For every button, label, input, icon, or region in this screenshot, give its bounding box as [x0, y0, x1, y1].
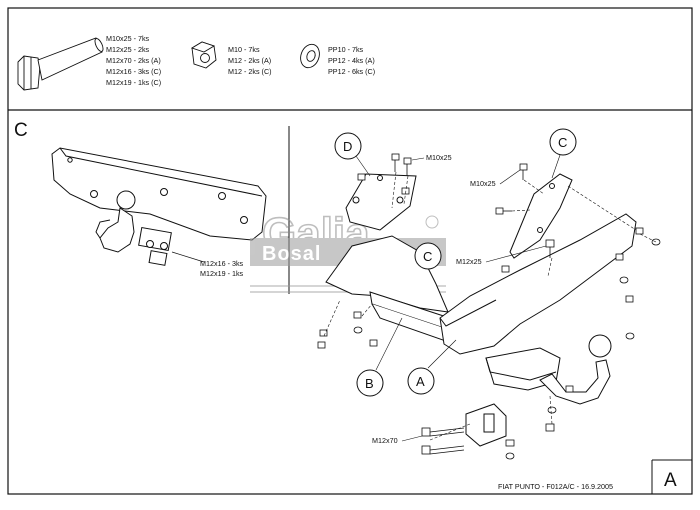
bolt-spec-line: M12x16 - 3ks (C) — [106, 67, 161, 76]
detail-bracket-plate — [51, 147, 267, 241]
bolt-label-m10-d: M10x25 — [426, 153, 452, 162]
washer-icon — [300, 43, 320, 69]
callout-d: D — [334, 132, 371, 177]
drawing-frame — [7, 7, 693, 495]
sheet-letter: A — [664, 470, 677, 491]
swan-neck — [539, 359, 611, 405]
washer-specs: PP10 - 7ks PP12 - 4ks (A) PP12 - 6ks (C) — [328, 45, 375, 76]
title-block: FIAT PUNTO - F012A/C - 16.9.2005 A — [498, 459, 692, 494]
legend: M10x25 - 7ks M12x25 - 2ks M12x70 - 2ks (… — [17, 34, 375, 91]
assembly-guides — [323, 171, 657, 441]
plate-c — [509, 173, 573, 259]
callout-a: A — [407, 339, 457, 395]
callout-b: B — [356, 317, 403, 397]
washer-spec-line: PP12 - 4ks (A) — [328, 56, 375, 65]
svg-text:C: C — [558, 135, 567, 150]
callout-c-mid: C — [414, 242, 442, 270]
detail-callout: M12x16 - 3ks M12x19 - 1ks — [171, 251, 244, 278]
bolt-spec-line: M12x25 - 2ks — [106, 45, 150, 54]
bolt-spec-line: M12x70 - 2ks (A) — [106, 56, 161, 65]
washer-spec-line: PP10 - 7ks — [328, 45, 364, 54]
detail-panel-c: C M12x16 - 3ks M12x19 - 1ks — [14, 120, 290, 294]
detail-callout-line: M12x16 - 3ks — [200, 259, 244, 268]
bolt-specs: M10x25 - 7ks M12x25 - 2ks M12x70 - 2ks (… — [106, 34, 161, 87]
nut-icon — [190, 41, 217, 69]
bolt-label-m10-c: M10x25 — [470, 179, 496, 188]
main-assembly — [325, 213, 637, 447]
nut-spec-line: M12 - 2ks (C) — [228, 67, 272, 76]
callout-c-upper: C — [549, 128, 577, 179]
bolt-spec-line: M10x25 - 7ks — [106, 34, 150, 43]
svg-text:A: A — [416, 374, 425, 389]
galia-watermark: Galia Bosal — [250, 208, 446, 293]
bolt-labels: M10x25 M10x25 M12x25 M12x70 — [372, 153, 547, 445]
nut-specs: M10 - 7ks M12 - 2ks (A) M12 - 2ks (C) — [228, 45, 272, 76]
detail-towball — [95, 190, 172, 266]
bolt-spec-line: M12x19 - 1ks (C) — [106, 78, 161, 87]
svg-text:D: D — [343, 139, 352, 154]
detail-callout-line: M12x19 - 1ks — [200, 269, 244, 278]
bolt-label-m12-70: M12x70 — [372, 436, 398, 445]
panel-c-label: C — [14, 120, 28, 141]
bolt-icon — [17, 37, 104, 91]
fasteners — [317, 153, 661, 460]
nut-spec-line: M12 - 2ks (A) — [228, 56, 271, 65]
washer-spec-line: PP12 - 6ks (C) — [328, 67, 375, 76]
svg-text:C: C — [423, 249, 432, 264]
watermark-sub: Bosal — [262, 243, 321, 265]
tow-ball — [588, 334, 612, 358]
plate-d — [345, 173, 417, 231]
svg-text:B: B — [365, 376, 374, 391]
nut-spec-line: M10 - 7ks — [228, 45, 260, 54]
callouts: D C C B A — [334, 128, 577, 397]
registered-icon — [425, 215, 439, 229]
bolt-label-m12-25: M12x25 — [456, 257, 482, 266]
drawing-id: FIAT PUNTO - F012A/C - 16.9.2005 — [498, 482, 613, 491]
